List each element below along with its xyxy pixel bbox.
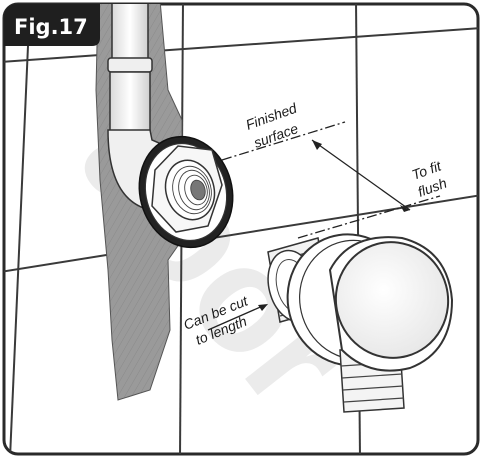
arrowheads [258, 140, 410, 311]
annotation-lines [207, 121, 441, 331]
outlet-cap [334, 241, 450, 359]
figure-badge-label: Fig.17 [14, 15, 88, 39]
figure-badge: Fig.17 [4, 4, 100, 46]
shower-outlet-elbow [267, 233, 454, 413]
wall-plate [138, 135, 234, 249]
